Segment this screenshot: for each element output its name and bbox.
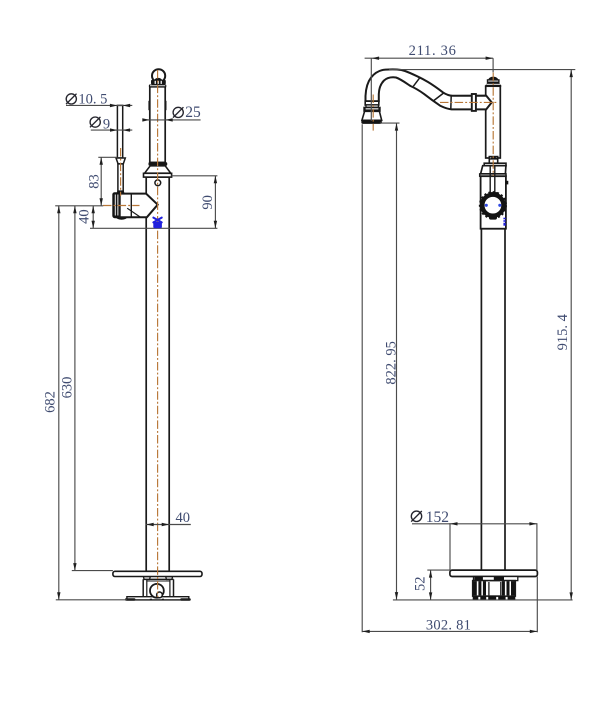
svg-text:10. 5: 10. 5 bbox=[78, 91, 107, 107]
svg-text:40: 40 bbox=[77, 209, 93, 224]
svg-text:682: 682 bbox=[43, 391, 59, 413]
svg-text:302. 81: 302. 81 bbox=[426, 618, 471, 634]
svg-text:40: 40 bbox=[175, 510, 190, 526]
svg-text:152: 152 bbox=[426, 509, 449, 526]
svg-text:630: 630 bbox=[59, 377, 75, 399]
svg-text:211. 36: 211. 36 bbox=[409, 43, 457, 59]
svg-text:25: 25 bbox=[185, 104, 201, 121]
svg-text:83: 83 bbox=[86, 174, 102, 189]
svg-text:90: 90 bbox=[200, 195, 216, 210]
svg-text:52: 52 bbox=[412, 576, 428, 591]
svg-text:822. 95: 822. 95 bbox=[384, 341, 400, 385]
svg-text:9: 9 bbox=[103, 117, 110, 133]
svg-text:915. 4: 915. 4 bbox=[555, 313, 571, 350]
